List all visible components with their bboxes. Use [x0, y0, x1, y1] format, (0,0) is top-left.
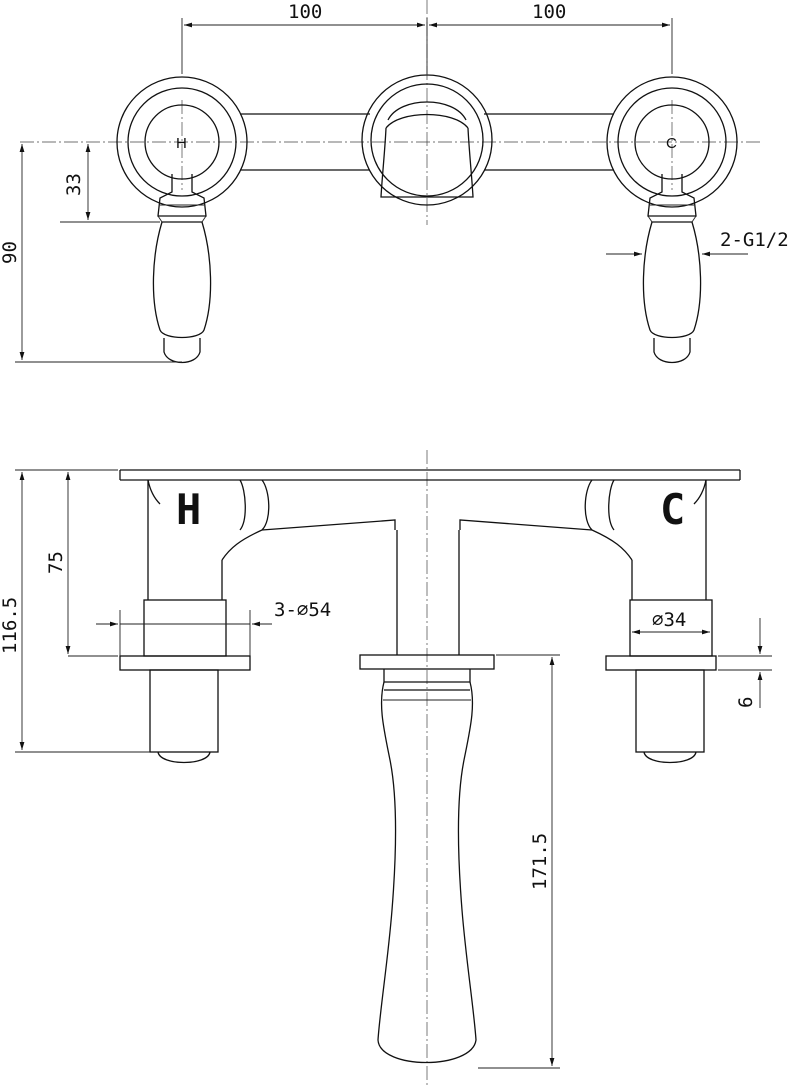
dim-handle-drop: 33	[63, 173, 85, 196]
connecting-bars	[240, 113, 614, 171]
dim-flange: 3-⌀54	[274, 599, 331, 621]
dim-left-spacing: 100	[288, 1, 322, 23]
dim-total-height: 90	[0, 241, 21, 264]
front-view: H C 100 100 33 90 2-G1/2	[0, 0, 789, 364]
cold-label-front: C	[666, 135, 677, 152]
dim-spout: 171.5	[529, 833, 551, 890]
spout-front	[361, 74, 493, 206]
hot-valve-side: H	[119, 479, 270, 764]
dim-height: 116.5	[0, 597, 21, 654]
cold-valve-side: C	[584, 479, 717, 764]
dim-inner: ⌀34	[652, 609, 686, 631]
hot-label-side: H	[176, 485, 201, 534]
dim-right-spacing: 100	[532, 1, 566, 23]
side-view: H C 116.5	[0, 450, 772, 1085]
cold-valve-front	[606, 76, 738, 364]
spout-side	[359, 530, 495, 1064]
dim-connection: 2-G1/2	[720, 229, 789, 251]
hot-valve-front	[116, 76, 248, 364]
hot-label-front: H	[176, 135, 187, 152]
dim-thickness: 6	[735, 697, 757, 708]
dim-body: 75	[45, 551, 67, 574]
cold-label-side: C	[660, 485, 685, 534]
